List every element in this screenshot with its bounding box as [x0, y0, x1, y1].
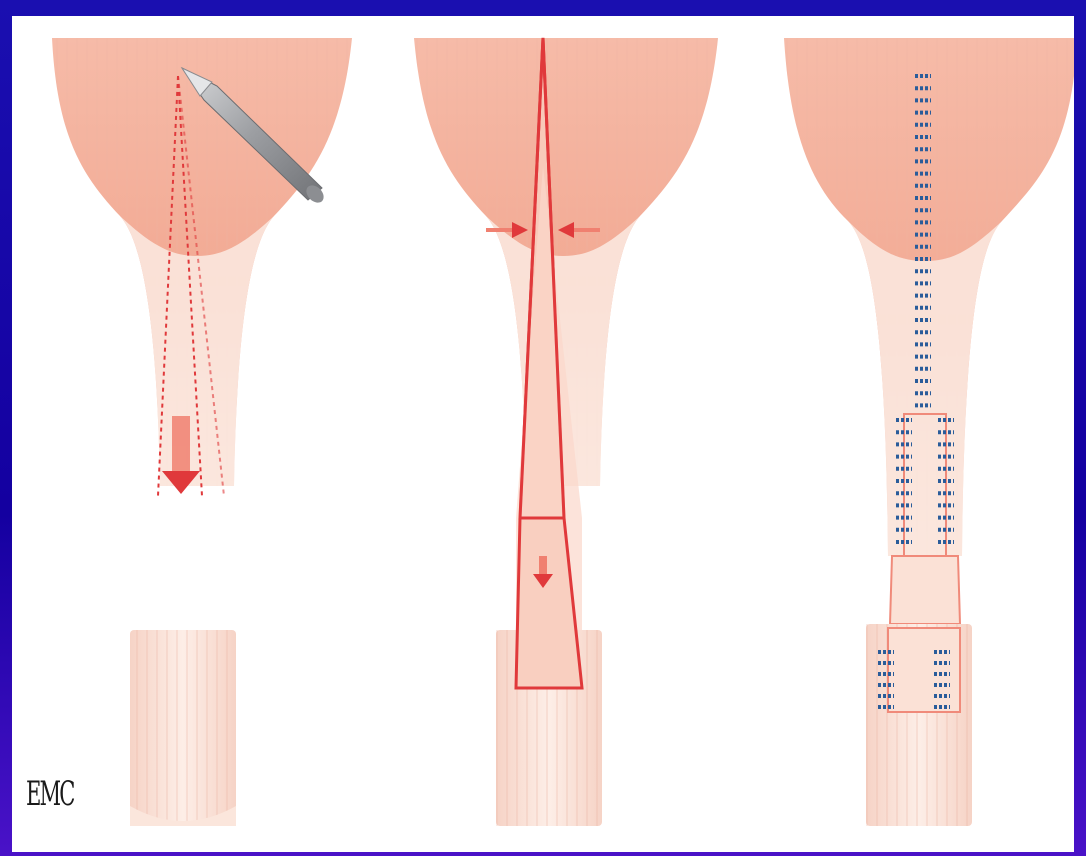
panel-2-flap: [414, 38, 718, 826]
panel-3-sutured: [784, 38, 1074, 826]
tendon-repair-diagram: [12, 16, 1074, 852]
tendon-upper-1: [120, 216, 274, 486]
flap-bridge-3: [890, 556, 960, 624]
down-arrow-1: [172, 416, 190, 471]
emc-logo: EMC: [26, 774, 74, 814]
figure-panel: EMC: [12, 16, 1074, 852]
panel-1-incision: [52, 38, 352, 826]
